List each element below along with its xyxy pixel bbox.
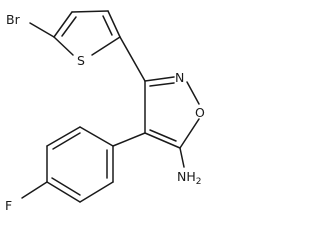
molecule-structure: Br S N O F NH2 (5, 10, 205, 213)
bond-ph-c5-c6 (46, 126, 81, 147)
bond-c2-c3 (107, 10, 121, 38)
bromine-label: Br (6, 12, 21, 27)
bond-c4-c5-inner (61, 16, 77, 37)
amine-label: NH2 (177, 169, 201, 187)
bond-thiophene-isoxazole (119, 36, 146, 82)
bond-c5-s (53, 36, 74, 56)
thiophene-ring (29, 10, 121, 56)
bond-s-c2 (91, 36, 121, 56)
bond-c5-c4-inner (149, 129, 177, 142)
structure-canvas: Br S N O F NH2 (5, 10, 205, 213)
bond-isoxazole-phenyl (112, 132, 146, 147)
bond-c3-n (144, 76, 175, 82)
amine-label-main: NH (177, 169, 196, 184)
bond-ph-c2-c3 (79, 181, 114, 203)
bond-o-c5 (179, 118, 200, 149)
sulfur-label: S (77, 53, 85, 68)
fluorine-label: F (5, 198, 12, 213)
bond-c3-n-inner (149, 82, 175, 87)
bond-c2-c3-inner (102, 15, 113, 36)
nitrogen-label: N (175, 70, 184, 85)
oxygen-label: O (195, 105, 205, 120)
bond-ph-c3-c4-inner (51, 177, 81, 196)
bond-c5-amine (179, 147, 185, 168)
bond-ph-c3-c4 (46, 181, 81, 203)
bond-c4-c5 (53, 11, 73, 38)
amine-label-subscript: 2 (196, 177, 202, 187)
bond-ph-c5-c6-inner (52, 132, 81, 150)
bond-c3-c4 (71, 10, 109, 13)
bond-ph-fluorine (21, 181, 48, 199)
bond-n-o (186, 81, 200, 105)
isoxazole-ring (144, 76, 200, 149)
fluorophenyl-ring (46, 126, 114, 203)
bond-c5-c4 (144, 132, 181, 149)
bond-br-c5 (29, 22, 55, 38)
bond-ph-c6-c1 (79, 126, 114, 147)
